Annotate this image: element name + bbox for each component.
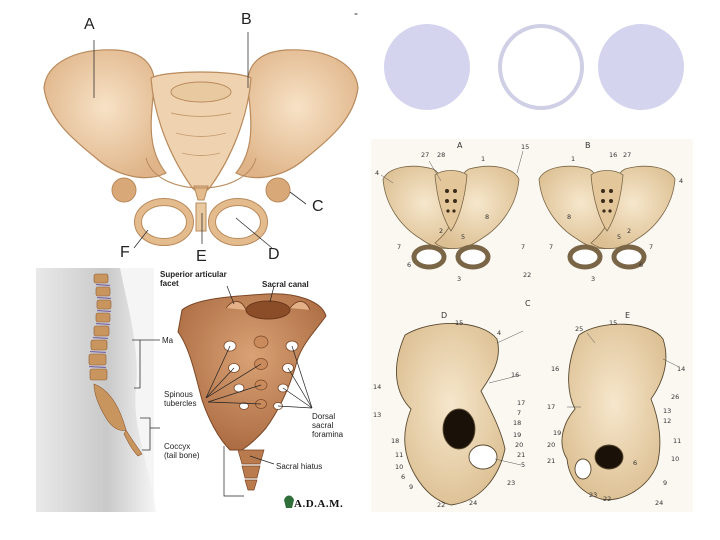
compare-label-c: C [525,299,531,308]
compare-number: 16 [551,365,560,373]
compare-number: 2 [627,227,632,235]
compare-number: 6 [633,459,638,467]
label-dorsal-sacral-foramina: Dorsal sacral foramina [312,412,344,439]
compare-number: 8 [485,213,490,221]
compare-number: 20 [547,441,556,449]
label-ma: Ma [162,336,174,345]
compare-number: 19 [553,429,562,437]
pelvis-comparison-diagram: A B C D E 27 28 1 15 1 16 27 4 4 8 8 2 2… [371,139,693,512]
compare-number: 1 [571,155,576,163]
compare-label-b: B [585,141,591,150]
compare-label-e: E [625,311,631,320]
compare-number: 4 [497,329,502,337]
decor-circle-1 [384,24,470,110]
pelvis-front-diagram: A B C D E F [36,8,366,270]
compare-number: 26 [671,393,680,401]
compare-number: 6 [639,261,644,269]
compare-number: 1 [481,155,486,163]
pelvis-label-b: B [241,11,252,28]
compare-number: 24 [469,499,478,507]
compare-number: 28 [437,151,446,159]
sacrum-illustration [36,268,327,512]
compare-number: 23 [589,491,598,499]
pelvis-label-a: A [84,16,95,33]
pelvis-label-c: C [312,198,324,215]
decor-circle-2 [498,24,584,110]
compare-number: 11 [673,437,682,445]
compare-number: 12 [663,417,672,425]
compare-number: 7 [397,243,402,251]
compare-number: 11 [395,451,404,459]
compare-number: 15 [455,319,464,327]
pelvis-label-f: F [120,244,130,261]
pelvis-front-illustration [43,32,359,249]
compare-number: 27 [421,151,430,159]
pelvis-label-e: E [196,248,207,265]
compare-number: 5 [521,461,526,469]
compare-number: 9 [663,479,668,487]
compare-number: 16 [609,151,618,159]
label-coccyx: Coccyx (tail bone) [164,442,200,460]
compare-number: 22 [523,271,532,279]
compare-number: 17 [517,399,526,407]
label-sacral-hiatus: Sacral hiatus [276,462,323,471]
compare-number: 14 [677,365,686,373]
compare-number: 18 [391,437,400,445]
compare-number: 22 [603,495,612,503]
compare-label-d: D [441,311,448,320]
compare-number: 6 [401,473,406,481]
compare-number: 22 [437,501,446,509]
compare-number: 13 [373,411,382,419]
compare-number: 5 [461,233,466,241]
compare-number: 14 [373,383,382,391]
compare-number: 27 [623,151,632,159]
decor-circle-3 [598,24,684,110]
compare-number: 3 [457,275,462,283]
compare-number: 17 [547,403,556,411]
compare-number: 25 [575,325,584,333]
compare-number: 4 [375,169,380,177]
compare-number: 9 [409,483,414,491]
compare-number: 23 [507,479,516,487]
compare-number: 4 [679,177,684,185]
compare-number: 21 [517,451,526,459]
compare-number: 7 [649,243,654,251]
compare-label-a: A [457,141,463,150]
compare-number: 16 [511,371,520,379]
compare-number: 15 [521,143,530,151]
label-spinous-tubercles: Spinous tubercles [164,390,197,408]
label-sacral-canal: Sacral canal [262,280,309,289]
sacrum-diagram: Superior articular facet Sacral canal Ma… [36,268,344,512]
compare-number: 8 [567,213,572,221]
compare-number: 7 [517,409,522,417]
pelvis-label-d: D [268,246,280,263]
compare-number: 6 [407,261,412,269]
dash-mark: - [354,6,358,20]
adam-logo-icon [284,495,294,508]
compare-number: 20 [515,441,524,449]
compare-number: 10 [671,455,680,463]
compare-number: 24 [655,499,664,507]
compare-number: 7 [549,243,554,251]
compare-number: 3 [591,275,596,283]
compare-number: 21 [547,457,556,465]
compare-number: 7 [521,243,526,251]
label-superior-articular-facet: Superior articular facet [160,270,227,288]
compare-number: 10 [395,463,404,471]
pelvis-comparison-illustration [380,150,680,506]
compare-number: 13 [663,407,672,415]
compare-number: 18 [513,419,522,427]
adam-logo-text: A.D.A.M. [294,498,344,510]
compare-number: 15 [609,319,618,327]
compare-number: 2 [439,227,444,235]
compare-number: 19 [513,431,522,439]
compare-number: 5 [617,233,622,241]
